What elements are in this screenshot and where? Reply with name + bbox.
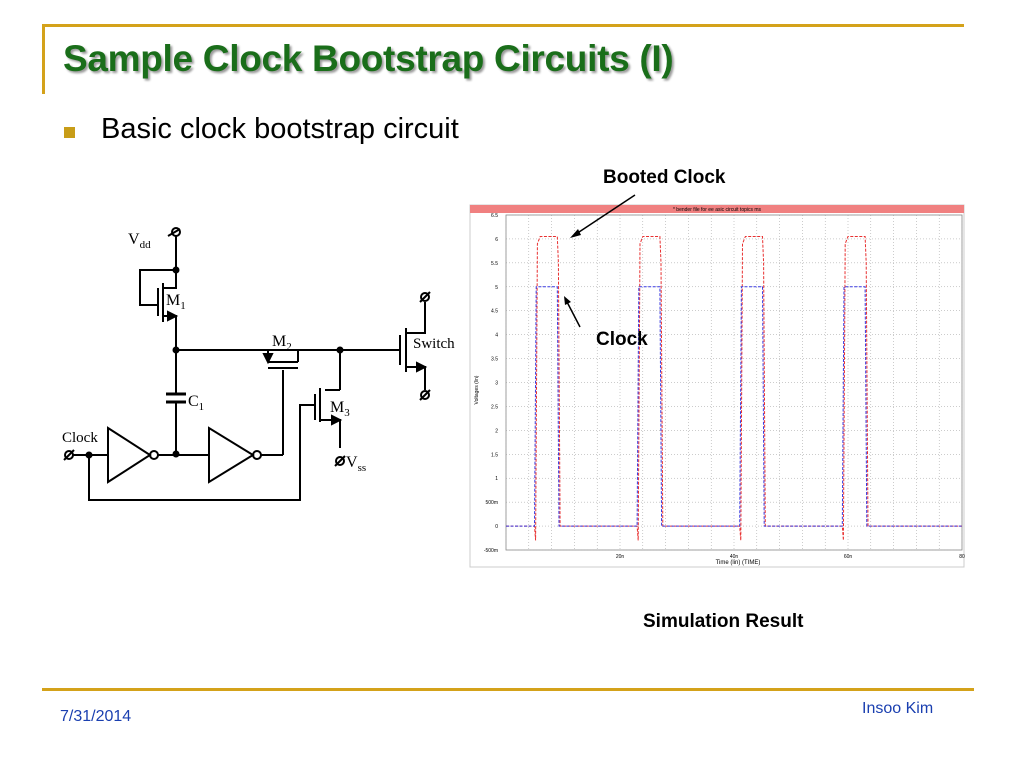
booted-clock-series — [506, 236, 962, 541]
y-tick-label: 4 — [495, 333, 498, 339]
y-tick-label: -500m — [484, 548, 498, 554]
clock-arrowhead — [564, 296, 571, 305]
clock-annotation-label: Clock — [596, 329, 648, 350]
vdd-label: Vdd — [128, 231, 151, 251]
y-tick-label: 6 — [495, 237, 498, 243]
plot-title: * bender file for ee asic circuit topics… — [673, 207, 762, 213]
footer-author: Insoo Kim — [862, 700, 934, 717]
y-tick-label: 2.5 — [491, 404, 498, 410]
bullet-text: Basic clock bootstrap circuit — [101, 113, 459, 145]
y-tick-label: 3 — [495, 381, 498, 387]
m3-label: M3 — [330, 399, 350, 419]
switch-label: Switch — [413, 336, 455, 352]
clock-arrow — [565, 299, 581, 328]
plot-series — [506, 236, 962, 541]
y-tick-label: 1.5 — [491, 452, 498, 458]
y-tick-label: 4.5 — [491, 309, 498, 315]
m1-label: M1 — [166, 292, 186, 312]
plot-ticks: 6.5 6 5.5 5 4.5 4 3.5 3 2.5 2 1.5 1 500m 0 -500m 20n 40n… — [484, 213, 965, 560]
booted-arrow — [572, 194, 636, 237]
x-tick-label: 40n — [730, 554, 739, 560]
footer-rule — [42, 688, 974, 691]
y-tick-label: 2 — [495, 428, 498, 434]
y-tick-label: 0 — [495, 524, 498, 530]
clock-series — [506, 286, 962, 527]
clock-input-label: Clock — [62, 430, 98, 446]
plot-grid — [505, 214, 963, 551]
x-tick-label: 60n — [844, 554, 853, 560]
page-title: Sample Clock Bootstrap Circuits (I) — [63, 38, 674, 79]
c1-label: C1 — [188, 393, 204, 413]
y-tick-label: 1 — [495, 476, 498, 482]
y-tick-label: 5.5 — [491, 261, 498, 267]
x-tick-label: 20n — [616, 554, 625, 560]
plot-header-bar — [470, 205, 964, 213]
y-tick-label: 500m — [485, 500, 498, 506]
footer-date: 7/31/2014 — [60, 708, 132, 725]
vss-label: Vss — [346, 454, 366, 474]
y-tick-label: 3.5 — [491, 357, 498, 363]
m2-label: M2 — [272, 333, 292, 353]
booted-arrowhead — [570, 229, 581, 238]
booted-clock-label: Booted Clock — [603, 167, 726, 188]
y-tick-label: 5 — [495, 285, 498, 291]
plot-xlabel: Time (lin) (TIME) — [716, 560, 761, 566]
bullet-icon — [64, 127, 75, 138]
y-tick-label: 6.5 — [491, 213, 498, 219]
simulation-caption: Simulation Result — [643, 611, 804, 632]
x-tick-label: 80 — [959, 554, 965, 560]
plot-ylabel: Voltages (lin) — [474, 375, 480, 404]
plot-frame — [469, 204, 965, 568]
title-accent-bar — [42, 24, 45, 94]
header-rule — [42, 24, 964, 27]
